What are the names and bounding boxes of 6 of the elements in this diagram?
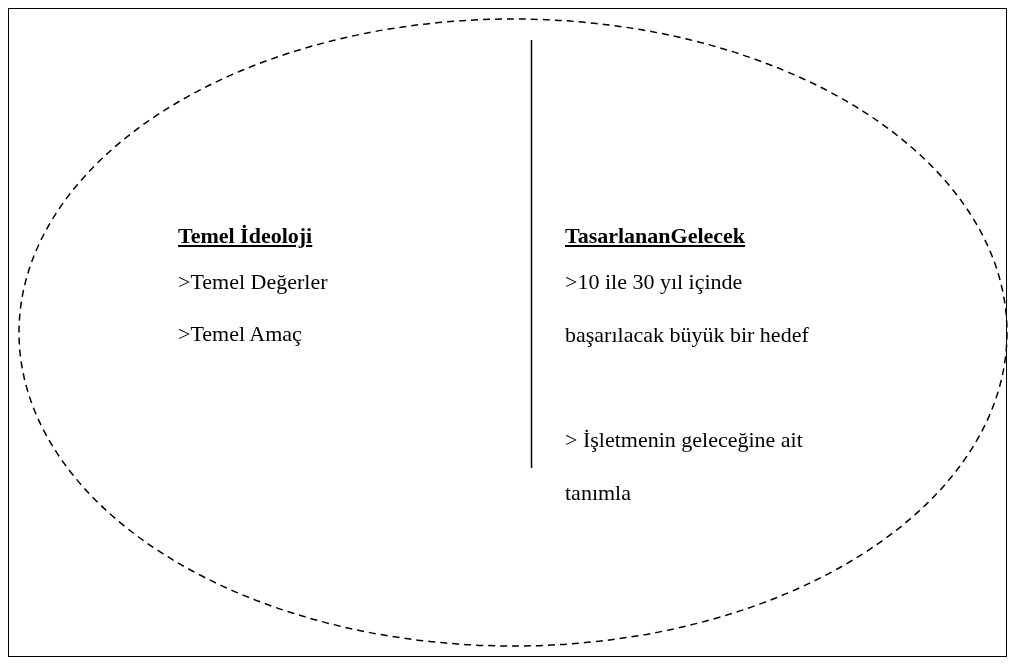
list-item: >Temel Değerler [178, 268, 328, 296]
column-heading: Temel İdeoloji [178, 222, 313, 250]
list-item: >Temel Amaç [178, 320, 302, 348]
list-item: > İşletmenin geleceğine ait tanımla [565, 426, 804, 507]
list-item: >10 ile 30 yıl içinde başarılacak büyük bir hedef [565, 268, 810, 349]
column-heading: TasarlananGelecek [565, 222, 746, 250]
